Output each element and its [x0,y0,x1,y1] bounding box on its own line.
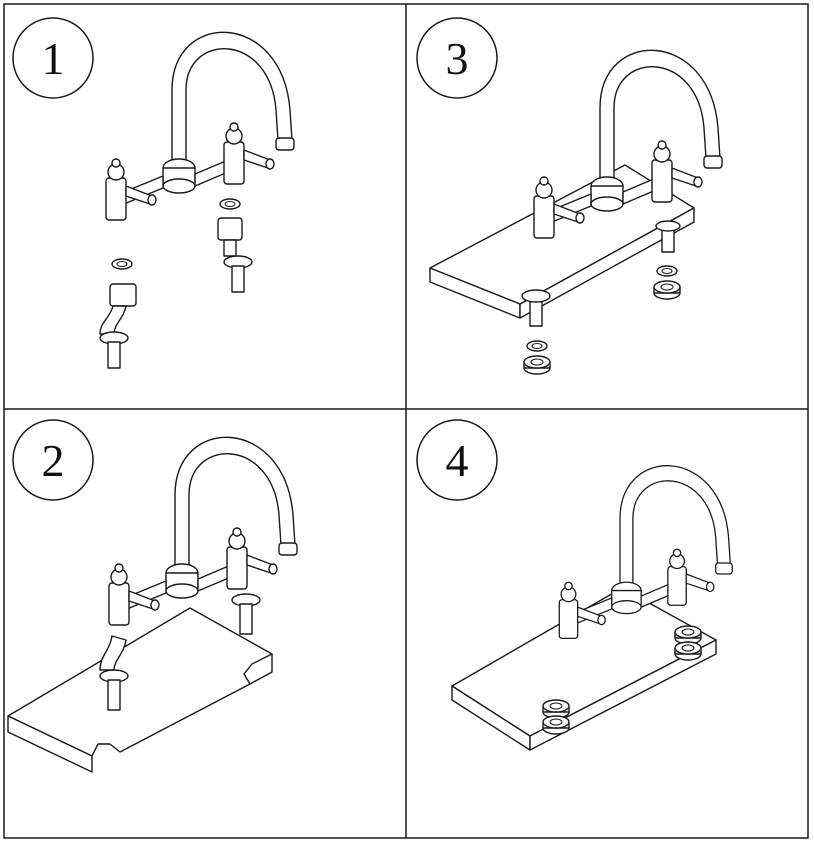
step-number-4: 4 [446,435,469,486]
worktop-board [7,607,273,773]
faucet-assembly [105,31,295,221]
backnut-right [653,280,681,300]
step-panel-4: 4 [416,419,733,751]
step-badge-4: 4 [416,419,498,501]
inlet-pipe-left [99,635,129,711]
step-number-3: 3 [446,33,469,84]
step-panel-2: 2 [7,419,298,773]
fitted-nut-right [674,625,702,645]
fitted-nut-right-lower [674,641,702,661]
step-number-2: 2 [42,435,65,486]
inlet-connector-left [99,283,137,369]
fitted-nut-left-lower [542,715,570,735]
o-ring-left [111,258,133,270]
step-badge-3: 3 [416,17,498,99]
step-number-1: 1 [42,33,65,84]
shank-left [521,289,551,327]
step-badge-2: 2 [12,419,94,501]
inlet-pipe-right [231,593,261,635]
inlet-connector-right [217,217,253,293]
fitted-nut-left [542,699,570,719]
washer-left [526,340,548,352]
step-panel-3: 3 [416,17,723,375]
worktop-board [451,587,717,751]
o-ring-right [219,198,241,210]
washer-right [656,265,678,277]
backnut-left [523,355,551,375]
step-badge-1: 1 [12,17,94,99]
step-panel-1: 1 [12,17,295,369]
shank-right [655,220,681,253]
faucet-assembly [108,436,298,626]
